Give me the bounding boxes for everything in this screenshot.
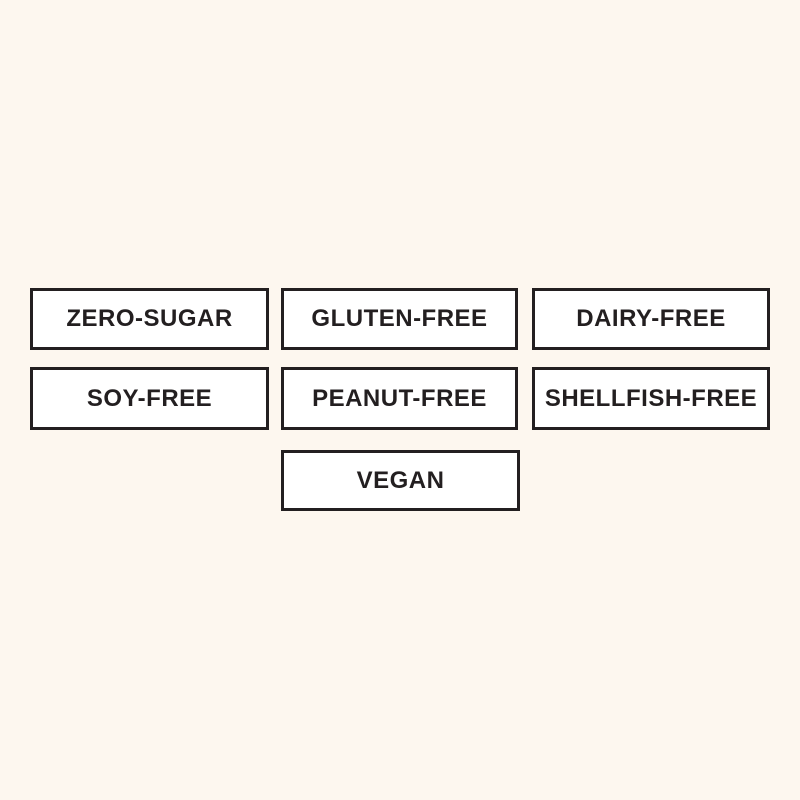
badge-soy-free: SOY-FREE: [30, 367, 269, 430]
badge-gluten-free: GLUTEN-FREE: [281, 288, 518, 350]
badge-label: VEGAN: [356, 466, 445, 494]
badge-label: DAIRY-FREE: [576, 305, 726, 332]
badge-shellfish-free: SHELLFISH-FREE: [532, 367, 770, 430]
badge-peanut-free: PEANUT-FREE: [281, 367, 518, 430]
badge-label: SHELLFISH-FREE: [544, 384, 758, 412]
badge-zero-sugar: ZERO-SUGAR: [30, 288, 269, 350]
badge-dairy-free: DAIRY-FREE: [532, 288, 770, 350]
badge-label: PEANUT-FREE: [312, 384, 487, 412]
badge-label: SOY-FREE: [86, 384, 213, 412]
badge-vegan: VEGAN: [281, 450, 520, 511]
badge-label: ZERO-SUGAR: [66, 305, 233, 332]
badge-label: GLUTEN-FREE: [311, 305, 488, 332]
